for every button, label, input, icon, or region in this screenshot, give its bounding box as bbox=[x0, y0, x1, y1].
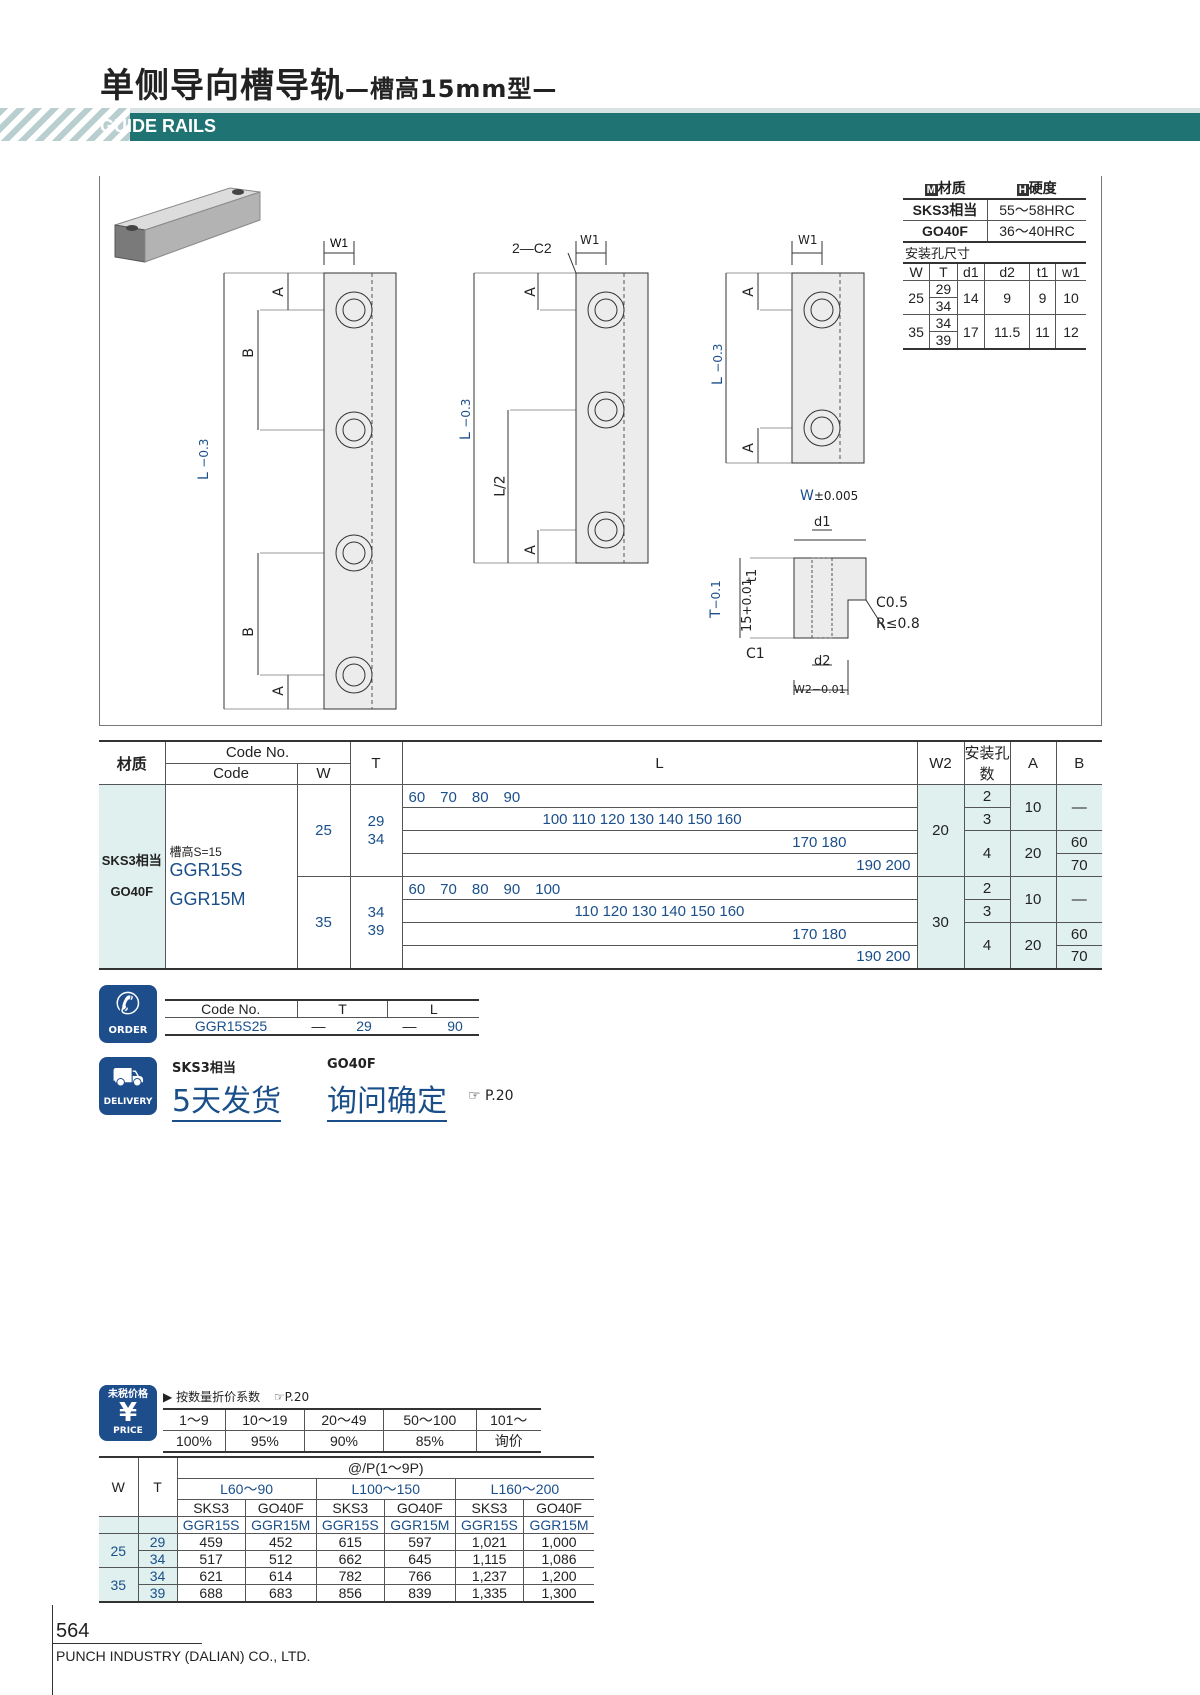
label-w1-2: W1 bbox=[580, 233, 600, 247]
company-name: PUNCH INDUSTRY (DALIAN) CO., LTD. bbox=[56, 1648, 311, 1664]
product-image bbox=[114, 187, 261, 263]
delivery-badge: ⛟ DELIVERY bbox=[99, 1057, 157, 1115]
page-number: 564 bbox=[56, 1620, 90, 1642]
label-w1-3: W1 bbox=[798, 233, 818, 247]
code-ggr15s: GGR15S bbox=[169, 859, 243, 880]
label-W-tol: W±0.005 bbox=[800, 488, 859, 504]
band-hatch bbox=[0, 108, 130, 141]
page-title: 单侧导向槽导轨—槽高15mm型— bbox=[100, 66, 558, 106]
pointing-hand-icon: ☞ bbox=[273, 1390, 285, 1404]
label-L-1: L −0.3 bbox=[196, 438, 212, 480]
mat1: SKS3相当 bbox=[101, 853, 162, 869]
cross-section-drawing bbox=[739, 529, 886, 695]
label-A-5: A bbox=[740, 287, 757, 297]
page-subtitle: —槽高15mm型— bbox=[345, 75, 558, 103]
delivery-val1: 5天发货 bbox=[172, 1076, 282, 1122]
label-c2: 2—C2 bbox=[512, 240, 552, 256]
order-badge: ✆ ORDER bbox=[99, 985, 157, 1043]
mat-cell: SKS3相当 bbox=[903, 198, 988, 221]
label-A-6: A bbox=[740, 443, 757, 453]
triangle-icon: ▶ bbox=[163, 1390, 173, 1404]
label-w2: W2−0.01 bbox=[794, 683, 846, 696]
label-d1: d1 bbox=[814, 515, 831, 530]
truck-icon: ⛟ bbox=[111, 1062, 145, 1092]
code-ggr15m: GGR15M bbox=[169, 888, 246, 909]
header-line bbox=[130, 108, 1200, 113]
band-label: GUIDE RAILS bbox=[100, 116, 217, 136]
mat2: GO40F bbox=[110, 884, 154, 900]
order-L: 90 bbox=[447, 1018, 463, 1034]
drawing-4-holes: W1 bbox=[223, 236, 397, 710]
delivery-mat1: SKS3相当 bbox=[172, 1061, 236, 1076]
label-A-2: A bbox=[270, 686, 287, 696]
label-r08: R≤0.8 bbox=[876, 616, 920, 632]
drawing-2-holes bbox=[725, 241, 865, 464]
label-B-2: B bbox=[240, 627, 257, 637]
phone-icon: ✆ bbox=[115, 987, 141, 1022]
label-c1: C1 bbox=[746, 646, 765, 662]
footer-vline bbox=[52, 1605, 53, 1695]
order-T: 29 bbox=[356, 1018, 372, 1034]
label-L-half: L/2 bbox=[492, 475, 509, 497]
label-A-3: A bbox=[522, 287, 539, 297]
yen-icon: ¥ bbox=[118, 1398, 138, 1428]
drawing-3-holes bbox=[473, 241, 649, 564]
pointing-hand-icon: ☞ bbox=[468, 1088, 481, 1104]
label-c05: C0.5 bbox=[876, 595, 909, 611]
label-L-2: L −0.3 bbox=[458, 398, 474, 440]
hole-table-caption: 安装孔尺寸 bbox=[905, 247, 971, 262]
m-icon: M bbox=[924, 184, 938, 196]
label-A-4: A bbox=[522, 545, 539, 555]
label-groove: 15+0.01 bbox=[740, 578, 755, 632]
hard-cell: 55～58HRC bbox=[986, 198, 1086, 221]
delivery-mat2: GO40F bbox=[327, 1057, 376, 1072]
delivery-ref[interactable]: ☞ P.20 bbox=[468, 1088, 514, 1104]
hard-cell: 36～40HRC bbox=[986, 220, 1086, 243]
price-badge: 未税价格 ¥ PRICE bbox=[99, 1385, 157, 1441]
mat-cell: GO40F bbox=[903, 220, 988, 243]
label-T: T−0.1 bbox=[708, 580, 724, 618]
header-band bbox=[0, 113, 1200, 141]
label-d2: d2 bbox=[814, 654, 831, 669]
order-code: GGR15S25 bbox=[165, 1017, 297, 1036]
label-L-3: L −0.3 bbox=[710, 343, 726, 385]
discount-label: ▶ 按数量折价系数 ☞P.20 bbox=[163, 1390, 310, 1404]
w1-label: W1 bbox=[330, 236, 348, 250]
label-B-1: B bbox=[240, 348, 257, 358]
label-A-1: A bbox=[270, 287, 287, 297]
delivery-val2: 询问确定 bbox=[327, 1076, 447, 1122]
h-icon: H bbox=[1016, 184, 1029, 196]
footer-hline bbox=[52, 1643, 202, 1644]
drawing-frame bbox=[99, 176, 1102, 726]
